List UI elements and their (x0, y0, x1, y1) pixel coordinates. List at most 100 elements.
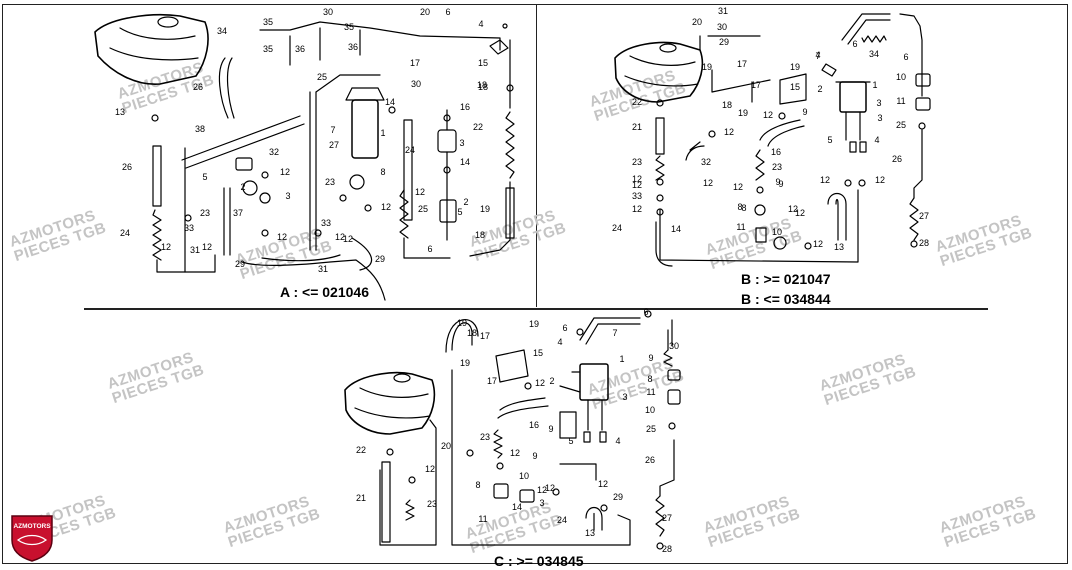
part-number-label: 27 (329, 140, 339, 150)
part-number-label: 26 (122, 162, 132, 172)
part-number-label: 4 (615, 436, 620, 446)
part-number-label: 3 (622, 392, 627, 402)
part-number-label: 19 (790, 62, 800, 72)
part-number-label: 34 (217, 26, 227, 36)
part-number-label: 1 (380, 128, 385, 138)
caption-section-c: C : >= 034845 (494, 553, 584, 569)
part-number-label: 2 (463, 197, 468, 207)
part-number-label: 18 (475, 230, 485, 240)
part-number-label: 6 (903, 52, 908, 62)
part-number-label: 18 (478, 82, 488, 92)
part-number-label: 35 (344, 22, 354, 32)
part-number-label: 4 (478, 19, 483, 29)
part-number-label: 17 (410, 58, 420, 68)
part-number-label: 27 (919, 211, 929, 221)
part-number-label: 23 (480, 432, 490, 442)
part-number-label: 12 (813, 239, 823, 249)
part-number-label: 13 (585, 528, 595, 538)
part-number-label: 8 (647, 374, 652, 384)
part-number-label: 14 (671, 224, 681, 234)
caption-section-b-from: B : >= 021047 (741, 271, 831, 287)
part-number-label: 24 (612, 223, 622, 233)
part-number-label: 6 (427, 244, 432, 254)
part-number-label: 12 (537, 485, 547, 495)
part-number-label: 17 (751, 80, 761, 90)
part-number-label: 22 (356, 445, 366, 455)
part-number-label: 33 (184, 223, 194, 233)
part-number-label: 6 (643, 307, 648, 317)
part-number-label: 12 (545, 483, 555, 493)
section-c-drawing (344, 310, 681, 550)
part-number-label: 26 (892, 154, 902, 164)
part-number-label: 32 (269, 147, 279, 157)
part-number-label: 19 (480, 204, 490, 214)
part-number-label: 6 (852, 39, 857, 49)
part-number-label: 8 (737, 202, 742, 212)
part-number-label: 8 (475, 480, 480, 490)
part-number-label: 5 (457, 207, 462, 217)
part-number-label: 11 (646, 387, 655, 397)
part-number-label: 12 (510, 448, 520, 458)
fuel-tank (614, 41, 704, 103)
part-number-label: 12 (795, 208, 805, 218)
part-number-label: 14 (512, 502, 522, 512)
part-number-label: 10 (772, 227, 782, 237)
part-number-label: 19 (457, 318, 467, 328)
part-number-label: 31 (318, 264, 328, 274)
part-number-label: 12 (733, 182, 743, 192)
part-number-label: 3 (285, 191, 290, 201)
part-number-label: 9 (778, 179, 783, 189)
part-number-label: 12 (632, 204, 642, 214)
part-number-label: 12 (724, 127, 734, 137)
part-number-label: 9 (532, 451, 537, 461)
part-number-label: 12 (788, 204, 798, 214)
part-number-label: 24 (557, 515, 567, 525)
part-number-label: 23 (632, 157, 642, 167)
part-number-label: 12 (381, 202, 391, 212)
part-number-label: 4 (557, 337, 562, 347)
part-number-label: 12 (335, 232, 345, 242)
part-number-label: 6 (445, 7, 450, 17)
part-number-label: 36 (348, 42, 358, 52)
part-number-label: 13 (115, 107, 125, 117)
part-number-label: 22 (473, 122, 483, 132)
part-number-label: 2 (817, 84, 822, 94)
part-number-label: 25 (896, 120, 906, 130)
part-number-label: 25 (317, 72, 327, 82)
part-number-label: 28 (662, 544, 672, 554)
part-number-label: 2 (549, 376, 554, 386)
part-number-label: 1 (872, 80, 877, 90)
part-number-label: 20 (420, 7, 430, 17)
azmotors-logo: AZMOTORS (11, 515, 53, 562)
part-number-label: 23 (200, 208, 210, 218)
part-number-label: 16 (460, 102, 470, 112)
part-number-label: 9 (648, 353, 653, 363)
part-number-label: 12 (535, 378, 545, 388)
part-number-label: 33 (632, 191, 642, 201)
part-number-label: 4 (815, 50, 820, 60)
part-number-label: 19 (702, 62, 712, 72)
part-number-label: 12 (343, 234, 353, 244)
part-number-label: 12 (161, 242, 171, 252)
fuel-tank (94, 13, 209, 85)
part-number-label: 10 (896, 72, 906, 82)
part-number-label: 12 (875, 175, 885, 185)
part-number-label: 1 (619, 354, 624, 364)
part-number-label: 20 (441, 441, 451, 451)
part-number-label: 30 (717, 22, 727, 32)
part-number-label: 25 (646, 424, 656, 434)
part-number-label: 15 (478, 58, 488, 68)
part-number-label: 31 (718, 6, 728, 16)
part-number-label: 24 (405, 145, 415, 155)
part-number-label: 30 (411, 79, 421, 89)
part-number-label: 29 (375, 254, 385, 264)
part-number-label: 11 (736, 222, 745, 232)
part-number-label: 12 (703, 178, 713, 188)
part-number-label: 30 (669, 341, 679, 351)
vertical-divider (536, 4, 537, 307)
part-number-label: 36 (295, 44, 305, 54)
